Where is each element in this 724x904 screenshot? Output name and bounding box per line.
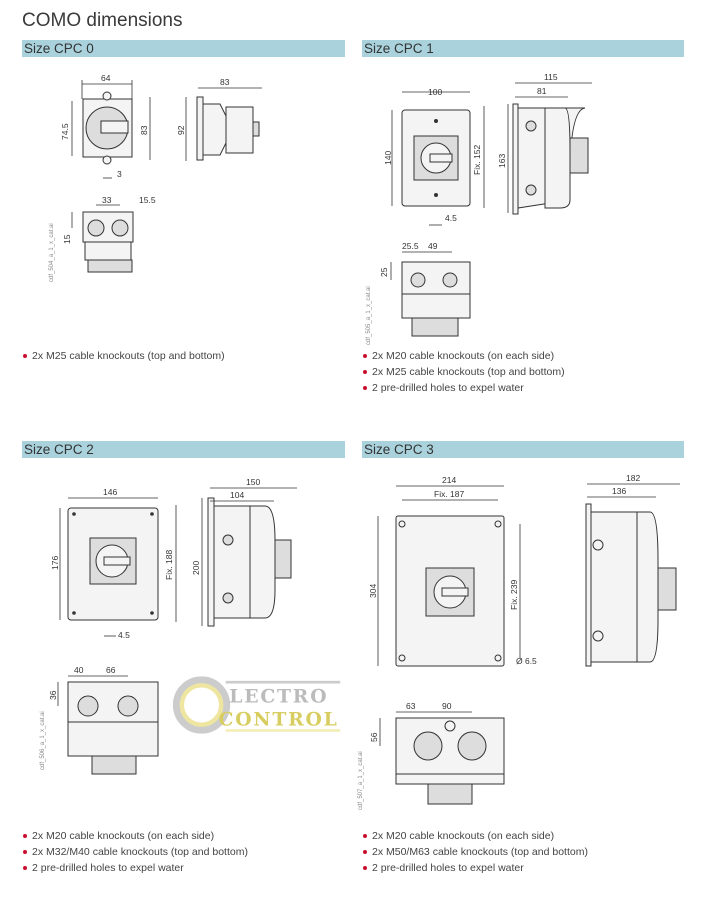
dim-label: 4.5 [118,630,130,640]
page-title: COMO dimensions [22,10,183,31]
cpc3-front-view: 214 Fix. 187 304 Fix. 239 Ø 6.5 [368,475,537,667]
dim-label: 64 [101,73,111,83]
drawing-code: cdf_505_a_1_x_cat.ai [366,286,372,345]
dim-label: 90 [442,701,452,711]
dim-label: 40 [74,665,84,675]
dim-label: 36 [48,690,58,700]
cpc3-feature-list: 2x M20 cable knockouts (on each side) 2x… [362,828,588,876]
cpc2-bottom-view: 40 66 36 cdf_506_a_1_x_cat.ai [40,665,159,775]
dim-label: 33 [102,195,112,205]
dim-label: 66 [106,665,116,675]
feature-item: 2x M25 cable knockouts (top and bottom) [362,364,565,380]
feature-item: 2 pre-drilled holes to expel water [362,860,588,876]
dim-label: 92 [176,125,186,135]
dim-label: 163 [497,154,507,168]
cpc1-front-view: 100 140 Fix. 152 4.5 [383,87,485,226]
dim-label: Fix. 187 [434,489,465,499]
feature-item: 2 pre-drilled holes to expel water [22,860,248,876]
cpc1-bottom-view: 25.5 49 25 cdf_505_a_1_x_cat.ai [366,241,471,345]
feature-item: 2x M20 cable knockouts (on each side) [362,348,565,364]
drawing-code: cdf_507_a_1_x_cat.ai [358,751,364,810]
section-heading-cpc1: Size CPC 1 [362,40,684,57]
feature-item: 2x M20 cable knockouts (on each side) [362,828,588,844]
cpc0-front-view: 64 74.5 83 3 [60,73,151,179]
feature-item: 2 pre-drilled holes to expel water [362,380,565,396]
cpc2-side-view: 150 104 200 [191,477,297,627]
cpc2-feature-list: 2x M20 cable knockouts (on each side) 2x… [22,828,248,876]
drawing-code: cdf_506_a_1_x_cat.ai [40,711,46,770]
cpc2-front-view: 146 176 Fix. 188 4.5 [50,487,177,640]
dim-label: 81 [537,86,547,96]
cpc3-bottom-view: 63 90 56 cdf_507_a_1_x_cat.ai [358,701,505,810]
dim-label: 56 [369,732,379,742]
cpc1-feature-list: 2x M20 cable knockouts (on each side) 2x… [362,348,565,396]
dim-label: 4.5 [445,213,457,223]
section-heading-cpc2: Size CPC 2 [22,441,345,458]
dim-label: Ø 6.5 [516,656,537,666]
dim-label: 150 [246,477,260,487]
dim-label: Fix. 239 [509,579,519,610]
dim-label: 83 [139,125,149,135]
dim-label: 304 [368,584,378,598]
dim-label: 63 [406,701,416,711]
dim-label: 83 [220,77,230,87]
cpc0-side-view: 83 92 [176,77,262,161]
dim-label: 136 [612,486,626,496]
dim-label: 214 [442,475,456,485]
dim-label: 25.5 [402,241,419,251]
dim-label: 100 [428,87,442,97]
feature-item: 2x M32/M40 cable knockouts (top and bott… [22,844,248,860]
dim-label: 200 [191,561,201,575]
cpc0-feature-list: 2x M25 cable knockouts (top and bottom) [22,348,225,364]
dim-label: 115 [544,72,558,82]
dim-label: Fix. 188 [164,549,174,580]
section-heading-cpc0: Size CPC 0 [22,40,345,57]
feature-item: 2x M25 cable knockouts (top and bottom) [22,348,225,364]
feature-item: 2x M20 cable knockouts (on each side) [22,828,248,844]
dim-label: 15 [62,234,72,244]
dim-label: 104 [230,490,244,500]
drawing-code: cdf_504_a_1_x_cat.ai [49,223,55,282]
dim-label: 49 [428,241,438,251]
cpc1-side-view: 115 81 163 [497,72,592,215]
dim-label: 140 [383,151,393,165]
dim-label: 182 [626,473,640,483]
cpc0-bottom-view: 33 15.5 15 cdf_504_a_1_x_cat.ai [49,195,156,282]
dim-label: 74.5 [60,123,70,140]
dim-label: 25 [379,267,389,277]
dim-label: 15.5 [139,195,156,205]
dim-label: Fix. 152 [472,144,482,175]
dim-label: 3 [117,169,122,179]
section-heading-cpc3: Size CPC 3 [362,441,684,458]
dim-label: 176 [50,556,60,570]
dim-label: 146 [103,487,117,497]
feature-item: 2x M50/M63 cable knockouts (top and bott… [362,844,588,860]
cpc3-side-view: 182 136 [585,473,680,667]
